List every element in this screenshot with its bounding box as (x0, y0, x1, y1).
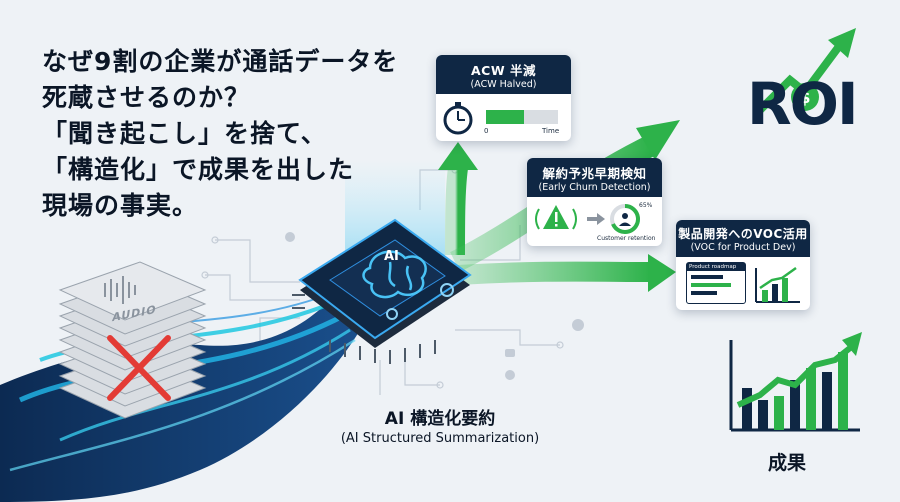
headline-line-1: なぜ9割の企業が通話データを (42, 47, 399, 76)
growth-chart-icon (755, 266, 800, 303)
card-header: ACW 半減 (ACW Halved) (436, 55, 571, 94)
card-voc-product-dev: 製品開発へのVOC活用 (VOC for Product Dev) Produc… (676, 220, 810, 310)
retention-percent: 65% (639, 202, 653, 209)
headline-line-4: 「構造化」で成果を出した (42, 155, 355, 184)
stopwatch-icon (443, 102, 558, 135)
chip-caption: AI 構造化要約 (AI Structured Summarization) (330, 404, 550, 446)
headline-line-5: 現場の事実。 (42, 191, 199, 220)
result-label: 成果 (768, 452, 807, 474)
card-title: 解約予兆早期検知 (542, 166, 647, 181)
svg-text:$: $ (799, 88, 810, 107)
card-subtitle: (VOC for Product Dev) (690, 242, 796, 253)
chip-label: AI (384, 249, 399, 264)
card-title: 製品開発へのVOC活用 (678, 227, 808, 241)
card-header: 解約予兆早期検知 (Early Churn Detection) (527, 158, 662, 197)
ai-chip (292, 218, 472, 364)
headline-line-3: 「聞き起こし」を捨て、 (42, 119, 327, 148)
circuit-icons (285, 232, 584, 380)
headline-line-2: 死蔵させるのか？ (42, 83, 251, 112)
axis-end: Time (542, 127, 560, 135)
roi-graphic: $ (757, 28, 856, 113)
card-subtitle: (ACW Halved) (470, 79, 537, 90)
roi-label: ROI (747, 70, 859, 138)
warning-icon (535, 204, 640, 234)
retention-label: Customer retention (597, 235, 656, 242)
card-acw-halved: ACW 半減 (ACW Halved) 0 Time (436, 55, 571, 141)
card-subtitle: (Early Churn Detection) (538, 182, 651, 193)
headline: なぜ9割の企業が通話データを 死蔵させるのか？ 「聞き起こし」を捨て、 「構造化… (42, 44, 398, 224)
audio-file-stack (58, 261, 207, 419)
axis-start: 0 (484, 127, 489, 135)
card-header: 製品開発へのVOC活用 (VOC for Product Dev) (676, 220, 810, 257)
chip-caption-subtitle: (AI Structured Summarization) (340, 431, 540, 446)
roadmap-label: Product roadmap (687, 263, 745, 271)
roadmap-document: Product roadmap (686, 262, 746, 304)
result-chart (729, 332, 862, 432)
card-churn-detection: 解約予兆早期検知 (Early Churn Detection) 65% Cus… (527, 158, 662, 246)
card-title: ACW 半減 (471, 63, 536, 78)
chip-caption-title: AI 構造化要約 (384, 409, 496, 429)
reject-x-icon (107, 335, 171, 401)
